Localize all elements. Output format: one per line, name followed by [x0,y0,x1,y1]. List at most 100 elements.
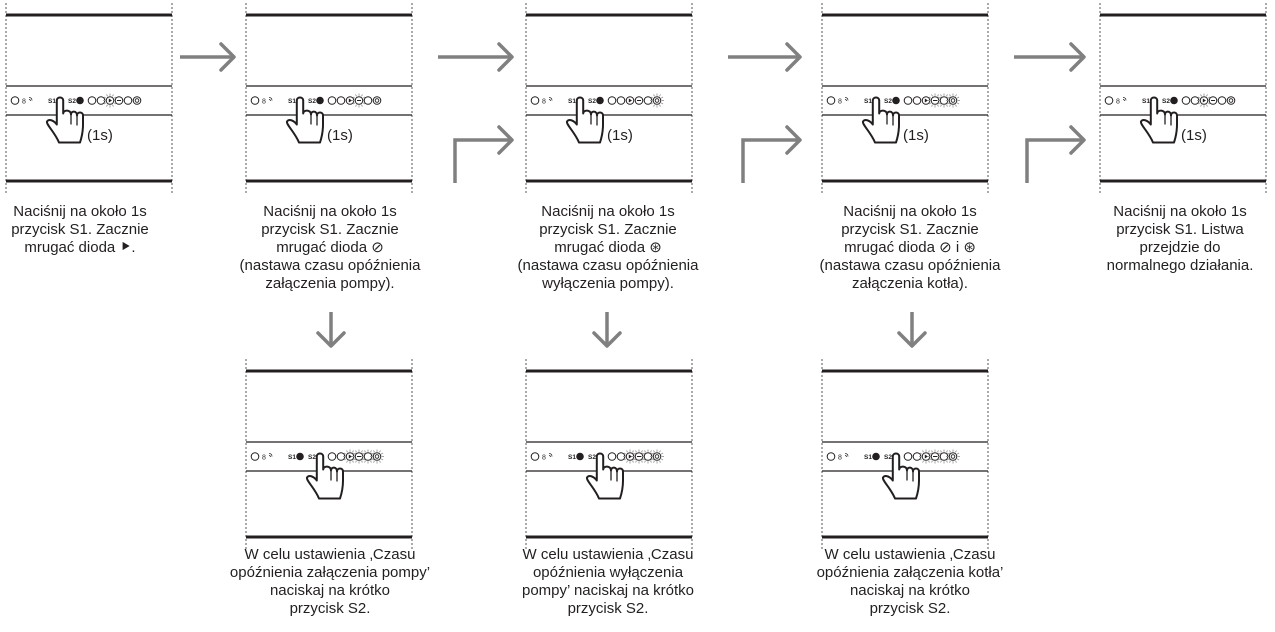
s2-label: S2 [1162,98,1170,105]
blink-ray [946,460,948,463]
arrow-head [897,331,927,348]
blink-ray [956,102,960,105]
led-indicator [1104,96,1114,105]
blink-ray [928,452,932,455]
blink-ray [653,104,655,107]
press-duration-label: (1s) [87,127,113,144]
blink-ray [635,450,637,453]
led-indicator [652,96,662,105]
blink-ray [928,96,932,99]
blink-ray [946,104,948,107]
blink-ray [659,460,661,463]
blink-ray [346,450,348,453]
blink-ray [352,458,356,461]
blink-ray [641,450,643,453]
blink-ray [352,102,356,105]
blink-ray [955,460,957,463]
blink-ray [946,452,950,455]
blink-ray [931,104,933,107]
blink-ray [632,452,636,455]
wireless-icon [28,97,33,102]
blink-ray [660,102,664,105]
press-duration-label: (1s) [1181,127,1207,144]
led1-label: 8 [22,99,26,106]
blink-ray [946,96,950,99]
arrow-head [497,125,514,155]
s2-label: S2 [68,98,76,105]
play-symbol [108,98,112,103]
led-indicator [132,96,142,105]
led-indicator [1181,96,1191,105]
led-indicator [826,96,836,105]
power-symbol [374,98,380,103]
led-indicator [123,96,133,105]
flow-arrow-right [1014,42,1086,72]
caption-line: (nastawa czasu opóźnienia [517,257,699,274]
blink-ray [946,102,950,105]
blink-ray [650,102,654,105]
blink-ray [370,452,374,455]
blink-ray [955,450,957,453]
blink-ray [362,96,366,99]
led-indicator [327,96,337,105]
flow-arrow-return [453,125,514,183]
caption-line: mrugać dioda ⊛ [554,239,662,256]
caption-line: mrugać dioda ⊘ [276,239,384,256]
s2-label: S2 [884,98,892,105]
led-indicator [948,452,958,461]
led1-label: 8 [838,99,842,106]
blink-ray [928,102,932,105]
blink-ray [946,94,948,97]
blink-ray [364,450,366,453]
s2-label: S2 [308,454,316,461]
caption-line: normalnego działania. [1106,257,1254,274]
led1-label: 8 [542,99,546,106]
s2-button [316,96,324,105]
blink-ray [632,460,634,463]
play-symbol [924,454,928,459]
blink-ray [380,458,384,461]
blink-ray [644,460,646,463]
press-duration-label: (1s) [607,127,633,144]
blink-ray [641,452,645,455]
blink-ray [949,94,951,97]
caption-line: W celu ustawienia ‚Czasu [244,546,416,563]
blink-ray [650,452,654,455]
caption-line: przycisk S1. Zacznie [539,221,677,238]
blink-ray [928,450,930,453]
play-symbol [348,98,352,103]
s1-label: S1 [864,98,872,105]
led-indicator [903,452,913,461]
wireless-icon [268,97,273,102]
blink-ray [937,452,941,455]
led-indicator [372,96,382,105]
wireless-icon [1122,97,1127,102]
power-symbol [950,454,956,459]
blink-ray [1200,94,1202,97]
press-duration-label: (1s) [903,127,929,144]
blink-ray [946,458,950,461]
caption-line: W celu ustawienia ‚Czasu [824,546,996,563]
blink-ray [632,450,634,453]
led1-label: 8 [1116,99,1120,106]
blink-ray [937,102,941,105]
caption-line: Naciśnij na około 1s [263,203,397,220]
blink-ray [379,450,381,453]
blink-ray [352,96,356,99]
blink-ray [644,450,646,453]
s2-label: S2 [588,454,596,461]
caption-line: Naciśnij na około 1s [541,203,675,220]
blink-ray [922,450,924,453]
led-indicator [1217,96,1227,105]
blink-ray [946,450,948,453]
blink-ray [623,458,627,461]
blink-ray [922,460,924,463]
blink-ray [653,94,655,97]
caption-line: załączenia kotła). [852,275,968,292]
